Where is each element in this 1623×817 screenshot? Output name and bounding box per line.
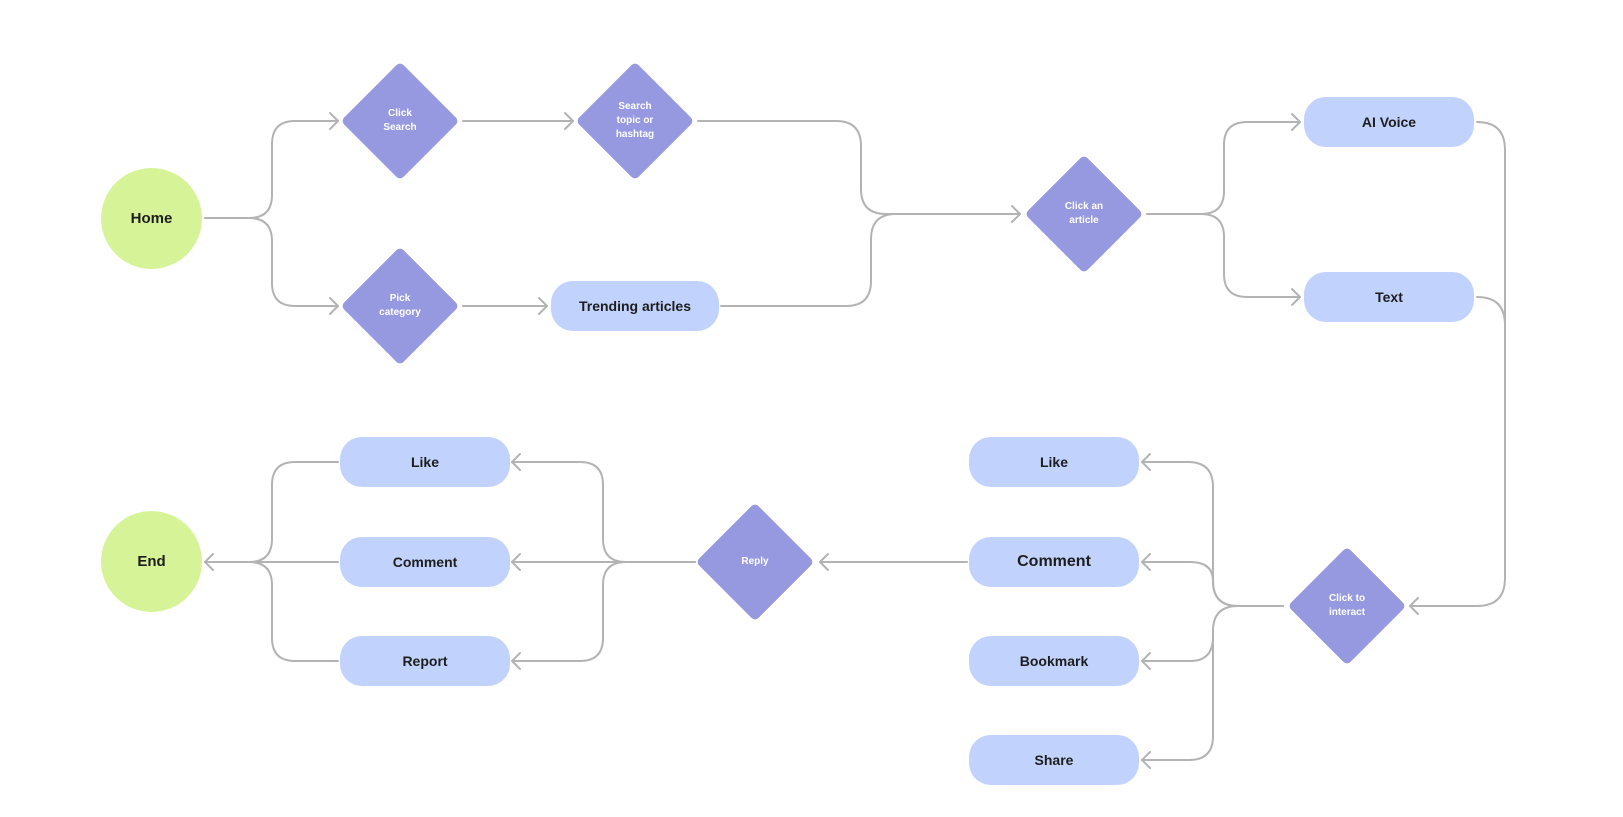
pick-category-label: Pick category — [379, 293, 421, 318]
arrowhead — [819, 553, 829, 571]
click-search-node[interactable]: Click Search — [340, 61, 460, 181]
pick-category-node[interactable]: Pick category — [340, 246, 460, 366]
connector-reply-to-like — [511, 461, 696, 563]
arrowhead — [1141, 652, 1151, 670]
like-right-node[interactable]: Like — [969, 437, 1139, 487]
bookmark-node[interactable]: Bookmark — [969, 636, 1139, 686]
ai-voice-label: AI Voice — [1361, 114, 1417, 130]
report-label: Report — [402, 653, 448, 669]
home-node[interactable]: Home — [101, 168, 202, 269]
arrowhead — [204, 553, 214, 571]
connector-report-to-end — [248, 561, 339, 662]
click-interact-node[interactable]: Click to interact — [1287, 546, 1407, 666]
search-topic-label: Search topic or hashtag — [615, 101, 655, 140]
trending-articles-node[interactable]: Trending articles — [551, 281, 719, 331]
search-topic-node[interactable]: Search topic or hashtag — [575, 61, 695, 181]
share-node[interactable]: Share — [969, 735, 1139, 785]
arrowhead — [511, 453, 521, 471]
arrowhead — [329, 297, 339, 315]
like-left-label: Like — [410, 454, 439, 470]
click-article-node[interactable]: Click an article — [1024, 154, 1144, 274]
trending-articles-label: Trending articles — [578, 298, 692, 314]
connector-ai-voice-to-click-interact — [1409, 121, 1506, 607]
connector-click-interact-to-comment — [1141, 561, 1284, 607]
report-node[interactable]: Report — [340, 636, 510, 686]
text-node[interactable]: Text — [1304, 272, 1474, 322]
like-left-node[interactable]: Like — [340, 437, 510, 487]
connector-trending-to-click-article — [720, 213, 897, 307]
arrowhead — [1291, 288, 1301, 306]
arrowhead — [1141, 553, 1151, 571]
arrowhead — [1011, 205, 1021, 223]
home-label: Home — [130, 210, 173, 227]
connector-home-to-pick-category — [204, 217, 339, 307]
connector-reply-to-report — [511, 561, 627, 662]
arrowhead — [1141, 453, 1151, 471]
connector-home-to-click-search — [204, 120, 339, 219]
reply-label: Reply — [741, 556, 769, 567]
arrowhead — [511, 652, 521, 670]
comment-left-label: Comment — [392, 554, 458, 570]
like-right-label: Like — [1039, 454, 1068, 470]
reply-node[interactable]: Reply — [695, 502, 815, 622]
connector-text-to-click-interact — [1476, 296, 1506, 326]
connector-click-article-to-text — [1146, 213, 1301, 298]
click-search-label: Click Search — [383, 108, 417, 133]
end-node[interactable]: End — [101, 511, 202, 612]
connector-click-article-to-ai-voice — [1146, 121, 1301, 215]
arrowhead — [1409, 597, 1419, 615]
share-label: Share — [1034, 752, 1074, 768]
connector-like-to-end — [248, 461, 339, 563]
arrowhead — [1291, 113, 1301, 131]
arrowhead — [538, 297, 548, 315]
click-article-label: Click an article — [1064, 201, 1104, 226]
end-label: End — [137, 553, 166, 570]
bookmark-label: Bookmark — [1019, 653, 1089, 669]
arrowhead — [1141, 751, 1151, 769]
arrowhead — [329, 112, 339, 130]
comment-right-label: Comment — [1017, 553, 1091, 570]
arrowhead — [564, 112, 574, 130]
arrowhead — [511, 553, 521, 571]
ai-voice-node[interactable]: AI Voice — [1304, 97, 1474, 147]
connector-search-topic-to-click-article — [697, 120, 1021, 215]
click-interact-label: Click to interact — [1328, 593, 1366, 618]
comment-right-node[interactable]: Comment — [969, 537, 1139, 587]
connector-click-interact-to-share — [1141, 630, 1214, 761]
text-label: Text — [1375, 289, 1403, 305]
comment-left-node[interactable]: Comment — [340, 537, 510, 587]
